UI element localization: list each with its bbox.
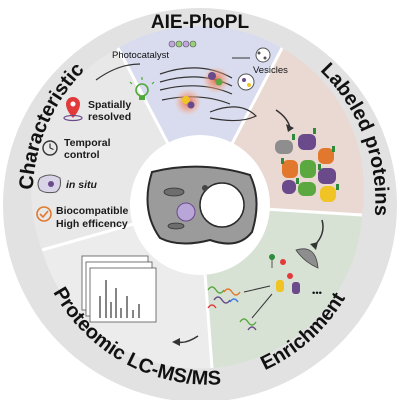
photocatalyst-glow bbox=[202, 66, 230, 94]
arrow-head bbox=[286, 124, 294, 132]
mitochondrion bbox=[163, 187, 185, 197]
characteristic-item-4-line1: Biocompatible bbox=[56, 205, 129, 217]
arrow bbox=[95, 63, 141, 81]
characteristic-item-2-line2: control bbox=[64, 149, 100, 161]
section-title: AIE-PhoPL bbox=[151, 12, 250, 33]
vesicle-icon bbox=[237, 47, 271, 91]
characteristic-item-1-line1: Spatially bbox=[88, 99, 131, 111]
top-illustration: Photocatalyst Vesicles bbox=[95, 40, 288, 122]
photocatalyst-molecule-icon bbox=[168, 40, 197, 48]
ms-spectrum-icon bbox=[81, 255, 157, 323]
checkmark-icon bbox=[36, 206, 52, 222]
protein-blobs bbox=[182, 72, 223, 109]
arrow bbox=[243, 285, 271, 293]
cell-illustration bbox=[146, 165, 258, 245]
arrow-head bbox=[172, 338, 180, 346]
organelle bbox=[202, 185, 208, 191]
characteristic-item-3: in situ bbox=[66, 179, 98, 191]
vesicles-label: Vesicles bbox=[253, 65, 288, 76]
light-bulb-icon bbox=[129, 77, 155, 100]
protein-cluster bbox=[275, 134, 336, 202]
cell-icon bbox=[37, 174, 61, 194]
top-sector bbox=[118, 25, 282, 205]
label-tags bbox=[281, 128, 339, 190]
characteristic-item-1-line2: resolved bbox=[88, 111, 131, 123]
arrow-head bbox=[310, 242, 318, 250]
vesicle bbox=[176, 202, 196, 222]
nucleus bbox=[199, 182, 245, 228]
location-pin-icon bbox=[63, 97, 83, 122]
captured-proteins: ••• bbox=[269, 254, 322, 299]
mitochondrion bbox=[167, 222, 185, 230]
ellipsis: ••• bbox=[312, 288, 322, 299]
bead-icon bbox=[295, 248, 319, 269]
clock-icon bbox=[42, 140, 58, 156]
characteristic-item-4-line2: High efficency bbox=[56, 218, 128, 230]
characteristic-item-2-line1: Temporal bbox=[64, 137, 111, 149]
peptide-fragments bbox=[207, 286, 257, 331]
photocatalyst-label: Photocatalyst bbox=[112, 50, 169, 61]
arrow bbox=[251, 293, 273, 319]
